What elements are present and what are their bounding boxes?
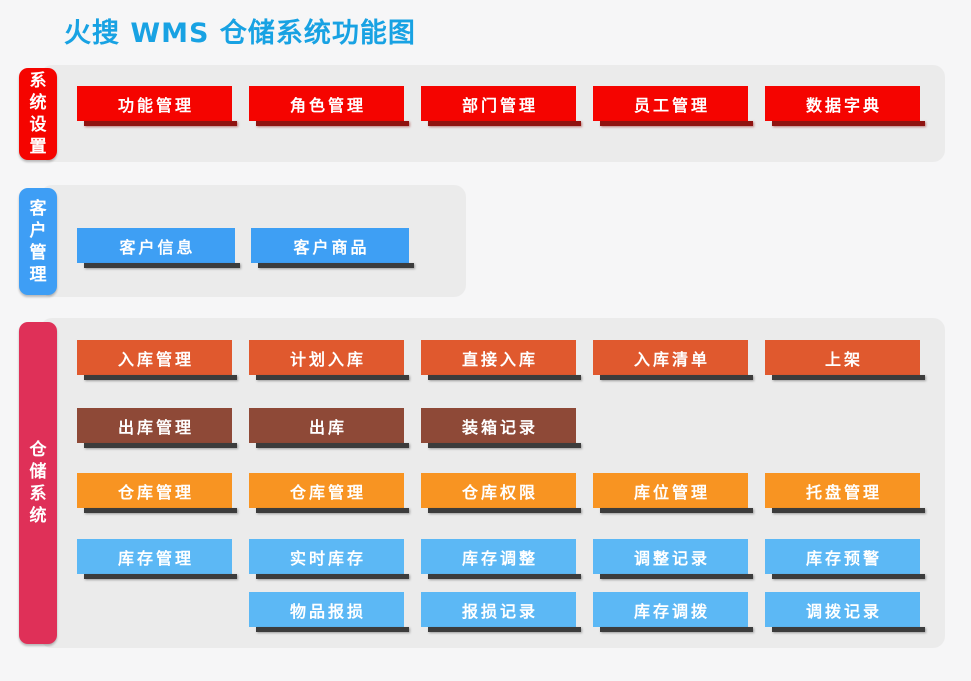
section-panel-warehouse-system: 入库管理 计划入库 直接入库 入库清单 上架 出库管理 出库 装箱记录 仓库管理… [40,318,945,648]
module-button[interactable]: 入库清单 [593,340,753,380]
module-button[interactable]: 员工管理 [593,86,753,126]
module-button[interactable]: 库存管理 [77,539,237,579]
module-button[interactable]: 物品报损 [249,592,409,632]
section-tab-system-settings: 系统设置 [19,68,57,160]
module-button[interactable]: 客户信息 [77,228,240,268]
module-button[interactable]: 角色管理 [249,86,409,126]
module-button[interactable]: 入库管理 [77,340,237,380]
button-row: 物品报损 报损记录 库存调拨 调拨记录 [249,592,925,632]
module-button[interactable]: 仓库权限 [421,473,581,513]
section-panel-system-settings: 功能管理 角色管理 部门管理 员工管理 数据字典 [40,65,945,162]
section-tab-warehouse-system: 仓储系统 [19,322,57,644]
section-tab-label: 仓储系统 [29,440,47,526]
module-button[interactable]: 仓库管理 [77,473,237,513]
module-button[interactable]: 库位管理 [593,473,753,513]
module-button[interactable]: 直接入库 [421,340,581,380]
module-button[interactable]: 托盘管理 [765,473,925,513]
module-button[interactable]: 调整记录 [593,539,753,579]
section-tab-label: 客户管理 [29,198,47,285]
module-button[interactable]: 数据字典 [765,86,925,126]
module-button[interactable]: 报损记录 [421,592,581,632]
section-tab-label: 系统设置 [29,71,47,157]
module-button[interactable]: 上架 [765,340,925,380]
button-row: 入库管理 计划入库 直接入库 入库清单 上架 [77,340,925,380]
module-button[interactable]: 调拨记录 [765,592,925,632]
module-button[interactable]: 功能管理 [77,86,237,126]
module-button[interactable]: 客户商品 [251,228,414,268]
button-row: 出库管理 出库 装箱记录 [77,408,581,448]
module-button[interactable]: 出库 [249,408,409,448]
button-row: 功能管理 角色管理 部门管理 员工管理 数据字典 [77,86,925,126]
page-title: 火搜 WMS 仓储系统功能图 [64,18,416,49]
section-panel-customer-management: 客户信息 客户商品 [40,185,466,297]
module-button[interactable]: 实时库存 [249,539,409,579]
button-row: 库存管理 实时库存 库存调整 调整记录 库存预警 [77,539,925,579]
button-row: 仓库管理 仓库管理 仓库权限 库位管理 托盘管理 [77,473,925,513]
module-button[interactable]: 出库管理 [77,408,237,448]
module-button[interactable]: 库存调拨 [593,592,753,632]
module-button[interactable]: 装箱记录 [421,408,581,448]
module-button[interactable]: 库存预警 [765,539,925,579]
module-button[interactable]: 库存调整 [421,539,581,579]
module-button[interactable]: 计划入库 [249,340,409,380]
section-tab-customer-management: 客户管理 [19,188,57,295]
module-button[interactable]: 仓库管理 [249,473,409,513]
button-row: 客户信息 客户商品 [77,228,414,268]
module-button[interactable]: 部门管理 [421,86,581,126]
